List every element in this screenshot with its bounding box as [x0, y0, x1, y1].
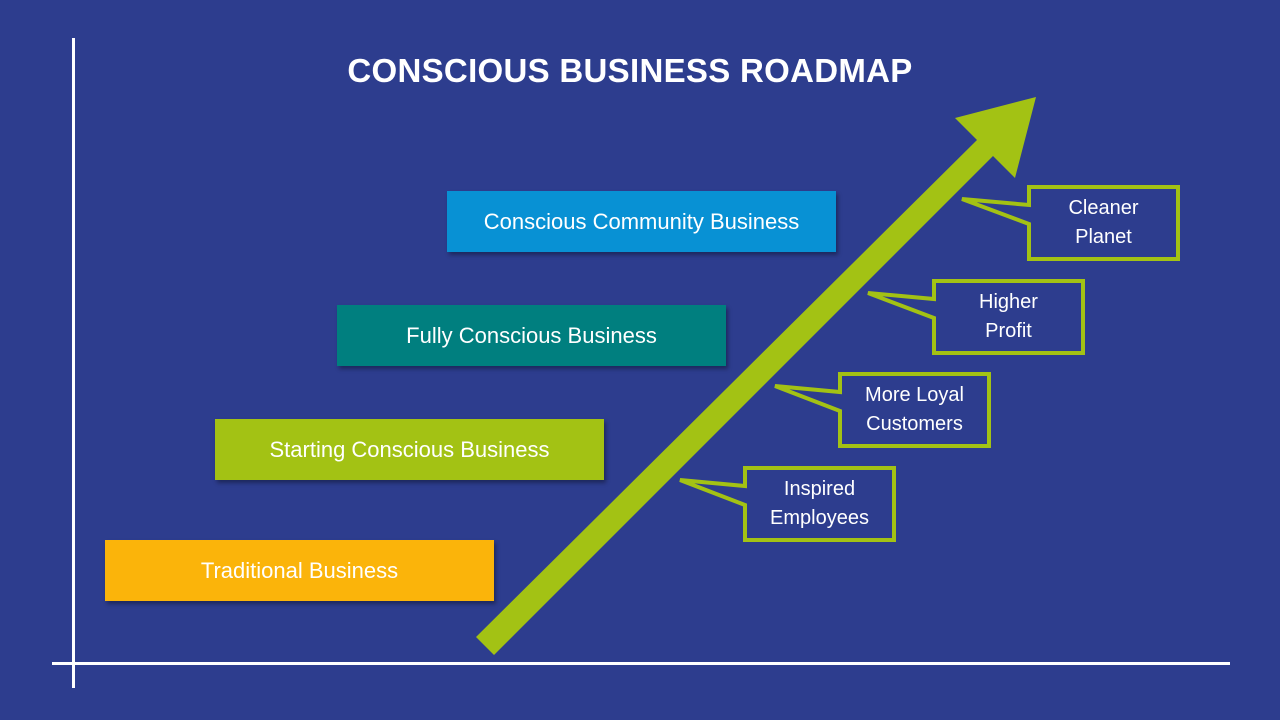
stage-box-traditional: Traditional Business [105, 540, 494, 601]
stage-label: Conscious Community Business [483, 208, 800, 234]
stage-box-starting-conscious: Starting Conscious Business [215, 419, 604, 480]
x-axis-line [52, 662, 1230, 665]
callout-cleaner-planet [961, 185, 1180, 261]
callout-line: Higher [979, 291, 1038, 313]
stage-box-conscious-community: Conscious Community Business [447, 191, 836, 252]
callout-text-inspired-employees: Inspired Employees [745, 468, 894, 540]
growth-arrow [476, 97, 1036, 655]
callout-text-cleaner-planet: Cleaner Planet [1029, 187, 1178, 259]
stage-label: Traditional Business [200, 557, 399, 583]
callout-line: Inspired [783, 478, 856, 500]
callout-line: More Loyal [865, 384, 964, 406]
callout-line: Profit [985, 320, 1032, 342]
slide-title: CONSCIOUS BUSINESS ROADMAP [347, 52, 913, 89]
stage-box-fully-conscious: Fully Conscious Business [337, 305, 726, 366]
callout-line: Customers [866, 413, 963, 435]
callout-line: Cleaner [1068, 197, 1139, 219]
y-axis-line [72, 38, 75, 688]
stage-label: Fully Conscious Business [406, 322, 657, 348]
callout-text-more-loyal-customers: More Loyal Customers [840, 374, 989, 446]
callout-text-higher-profit: Higher Profit [934, 281, 1083, 353]
callout-inspired-employees [679, 466, 896, 542]
stage-label: Starting Conscious Business [269, 436, 550, 462]
callout-line: Planet [1075, 226, 1132, 248]
callout-higher-profit [867, 279, 1085, 355]
callout-line: Employees [770, 507, 869, 529]
callout-more-loyal-customers [774, 372, 991, 448]
